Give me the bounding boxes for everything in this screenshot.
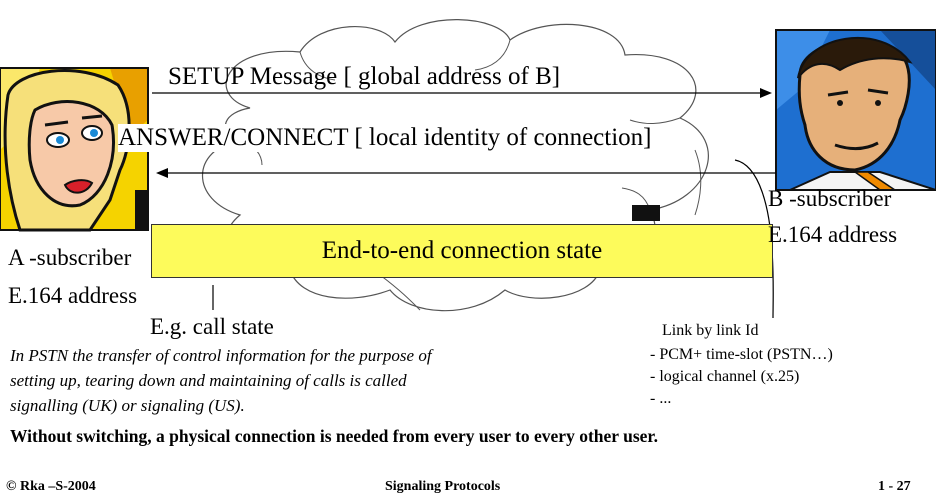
connection-state-label: End-to-end connection state: [321, 237, 603, 264]
link-id-heading: Link by link Id: [662, 322, 759, 339]
setup-arrow: [152, 88, 772, 98]
conclusion-text: Without switching, a physical connection…: [10, 426, 658, 446]
answer-message-label: ANSWER/CONNECT [ local identity of conne…: [118, 124, 652, 152]
subscriber-b-address: E.164 address: [768, 222, 898, 247]
man-subscriber-icon: [775, 29, 936, 191]
signalling-note-line: signalling (UK) or signaling (US).: [10, 396, 245, 415]
footer-title: Signaling Protocols: [385, 479, 501, 494]
subscriber-a-name: A -subscriber: [8, 245, 132, 270]
signalling-note-line: In PSTN the transfer of control informat…: [10, 346, 432, 365]
call-state-label: E.g. call state: [150, 314, 274, 339]
connection-state-box: End-to-end connection state: [151, 224, 773, 278]
answer-arrow: [156, 168, 776, 178]
link-id-item: - ...: [650, 390, 672, 407]
footer-page-number: 1 - 27: [878, 479, 911, 494]
subscriber-a-address: E.164 address: [8, 283, 138, 308]
link-id-item: - PCM+ time-slot (PSTN…): [650, 346, 833, 363]
subscriber-b-name: B -subscriber: [768, 186, 892, 211]
signalling-note-line: setting up, tearing down and maintaining…: [10, 371, 407, 390]
setup-message-label: SETUP Message [ global address of B]: [168, 63, 561, 90]
link-id-item: - logical channel (x.25): [650, 368, 800, 385]
footer-copyright: © Rka –S-2004: [6, 479, 96, 494]
